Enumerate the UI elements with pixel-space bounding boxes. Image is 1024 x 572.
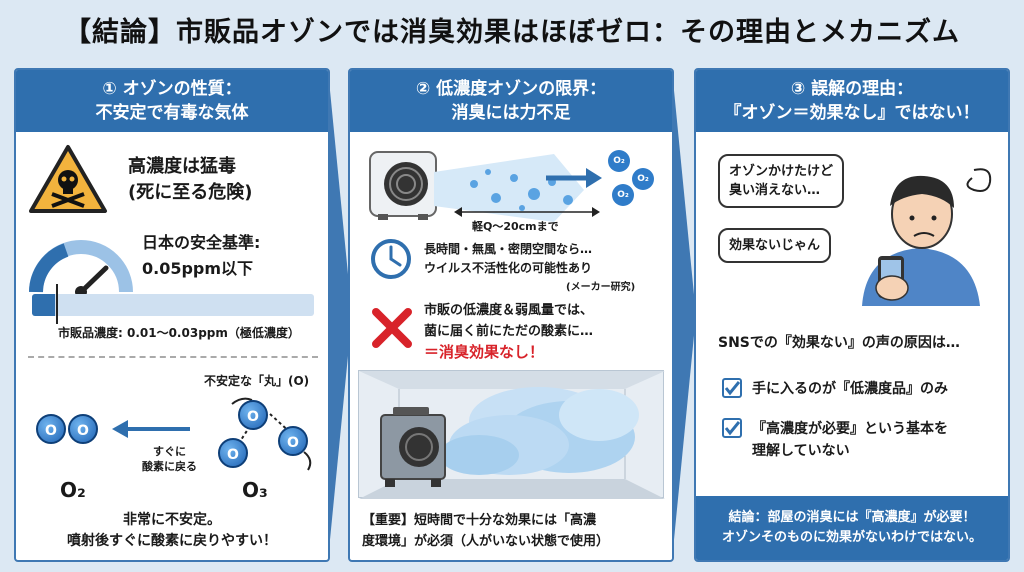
oxygen-atom: O [68, 414, 98, 444]
check-line: 『高濃度が必要』という基本を [752, 421, 948, 437]
danger-line: (死に至る危険) [128, 182, 253, 203]
conclusion-line: オゾンそのものに効果がないわけではない。 [721, 530, 982, 545]
bar-marker [56, 284, 58, 324]
panel-heading: ③ 誤解の理由： [790, 79, 914, 99]
x-line: 市販の低濃度＆弱風量では、 [424, 303, 594, 318]
bottom-line: 噴射後すぐに酸素に戻りやすい！ [67, 533, 277, 549]
room-illustration [359, 371, 665, 499]
checkbox-icon [722, 418, 742, 438]
oxygen-molecule: O₂ [608, 150, 630, 172]
speech-bubble: オゾンかけたけど 臭い消えない… [718, 154, 845, 208]
clock-line: 長時間・無風・密閉空間なら… [424, 242, 593, 256]
check-item: 手に入るのが『低濃度品』のみ [752, 381, 948, 397]
check-line: 理解していない [752, 443, 850, 459]
safety-standard: 日本の安全基準: 0.05ppm以下 [142, 230, 260, 282]
warning-skull-icon [29, 145, 107, 213]
conclusion-box: 結論：部屋の消臭には『高濃度』が必要！ オゾンそのものに効果がないわけではない。 [696, 496, 1008, 560]
clock-text: 長時間・無風・密閉空間なら… ウイルス不活性化の可能性あり [424, 240, 592, 278]
important-line: 度環境」が必須（人がいない状態で使用） [362, 534, 610, 549]
o3-label: O₃ [242, 478, 268, 502]
bubble-line: 臭い消えない… [729, 183, 821, 198]
unstable-label: 不安定な「丸」(O) [204, 374, 310, 388]
panel-subheading: 不安定で有毒な気体 [95, 103, 249, 123]
page-title: 【結論】市販品オゾンでは消臭効果はほぼゼロ：その理由とメカニズム [64, 17, 960, 48]
panel-header: ② 低濃度オゾンの限界： 消臭には力不足 [350, 70, 672, 132]
low-concentration-text: 市販の低濃度＆弱風量では、 菌に届く前にただの酸素に… ＝消臭効果なし！ [424, 300, 593, 363]
chevron-right-icon [672, 70, 696, 560]
panel-header: ① オゾンの性質： 不安定で有毒な気体 [16, 70, 328, 132]
bottom-line: 非常に不安定。 [123, 512, 221, 528]
gauge-icon [29, 240, 133, 298]
panel-header: ③ 誤解の理由： 『オゾン＝効果なし』ではない！ [696, 70, 1008, 132]
speech-bubble: 効果ないじゃん [718, 228, 832, 263]
danger-text: 高濃度は猛毒 (死に至る危険) [128, 154, 252, 206]
sns-cause-text: SNSでの『効果ない』の声の原因は… [718, 335, 960, 351]
room-scene [358, 370, 665, 499]
panel-ozone-properties: ① オゾンの性質： 不安定で有毒な気体 高濃度は猛毒 (死に至る危険) 日本の安… [14, 68, 330, 562]
panel-subheading: 『オゾン＝効果なし』ではない！ [724, 103, 980, 123]
bubble-line: 効果ないじゃん [729, 238, 821, 253]
oxygen-atom: O [36, 414, 66, 444]
panel-subheading: 消臭には力不足 [451, 103, 571, 123]
divider [28, 356, 318, 358]
danger-line: 高濃度は猛毒 [128, 156, 236, 177]
range-label: 軽Q〜20cmまで [472, 220, 559, 233]
checkbox-icon [722, 378, 742, 398]
no-effect-text: ＝消臭効果なし！ [424, 343, 545, 361]
panel-heading: ② 低濃度オゾンの限界： [415, 79, 607, 99]
range-arrow [454, 207, 600, 217]
conclusion-line: 結論：部屋の消臭には『高濃度』が必要！ [728, 510, 976, 525]
cross-icon [372, 308, 412, 348]
arrow-left-icon [112, 420, 190, 438]
back-line: すぐに [153, 445, 186, 458]
confused-person-icon [862, 168, 992, 306]
back-to-oxygen-text: すぐに 酸素に戻る [142, 444, 197, 474]
o2-label: O₂ [60, 478, 86, 502]
back-line: 酸素に戻る [142, 460, 197, 473]
important-line: 【重要】短時間で十分な効果には「高濃 [362, 513, 597, 528]
oxygen-molecule: O₂ [632, 168, 654, 190]
clock-icon [371, 239, 411, 279]
important-note: 【重要】短時間で十分な効果には「高濃 度環境」が必須（人がいない状態で使用） [362, 510, 609, 552]
oxygen-molecule: O₂ [612, 184, 634, 206]
standard-line: 0.05ppm以下 [142, 259, 254, 278]
ozone-stream [434, 154, 584, 222]
maker-research-note: (メーカー研究) [566, 282, 636, 293]
commercial-concentration-label: 市販品濃度: 0.01〜0.03ppm（極低濃度） [58, 326, 300, 340]
check-item: 『高濃度が必要』という基本を 理解していない [752, 418, 948, 462]
clock-line: ウイルス不活性化の可能性あり [424, 261, 593, 275]
x-line: 菌に届く前にただの酸素に… [424, 324, 594, 339]
bottom-note: 非常に不安定。 噴射後すぐに酸素に戻りやすい！ [16, 510, 328, 552]
panel-low-concentration-limit: ② 低濃度オゾンの限界： 消臭には力不足 O₂ O₂ O₂ 軽Q〜20cmまで … [348, 68, 674, 562]
oxygen-atom: O [278, 426, 308, 456]
panel-heading: ① オゾンの性質： [102, 79, 242, 99]
concentration-bar [32, 294, 314, 316]
bubble-line: オゾンかけたけど [729, 164, 834, 179]
chevron-right-icon [328, 70, 352, 560]
standard-line: 日本の安全基準: [142, 233, 261, 252]
arrow-right-icon [546, 168, 602, 188]
concentration-bar-fill [32, 294, 55, 316]
panel-misunderstanding: ③ 誤解の理由： 『オゾン＝効果なし』ではない！ オゾンかけたけど 臭い消えない… [694, 68, 1010, 562]
oxygen-atom: O [218, 438, 248, 468]
oxygen-atom: O [238, 400, 268, 430]
ozone-device-icon [369, 151, 437, 220]
